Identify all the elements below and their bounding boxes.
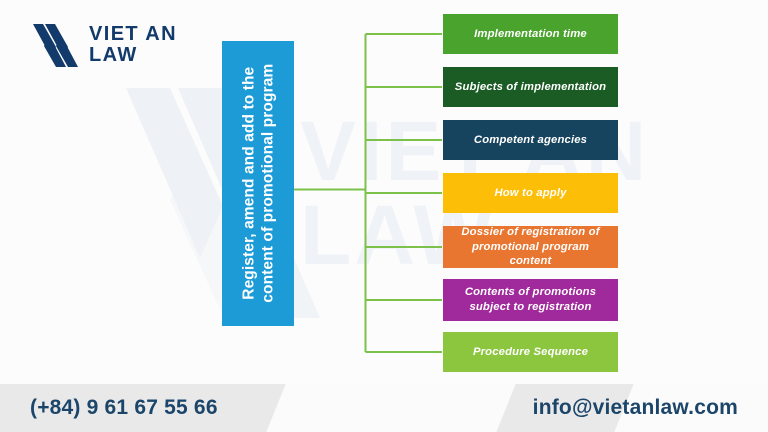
topic-box[interactable]: How to apply — [443, 173, 618, 213]
footer-phone-number[interactable]: (+84) 9 61 67 55 66 — [30, 396, 218, 419]
footer-slant-shape-left — [266, 384, 516, 432]
vietanlaw-mark-icon — [33, 24, 78, 67]
topic-box[interactable]: Subjects of implementation — [443, 67, 618, 107]
main-topic-line1: Register, amend and add to the — [239, 67, 257, 300]
main-topic-banner-rotated-text: Register, amend and add to the content o… — [239, 64, 277, 303]
topic-box[interactable]: Competent agencies — [443, 120, 618, 160]
brand-logo-wordmark: VIET AN LAW — [89, 22, 177, 66]
topic-box[interactable]: Implementation time — [443, 14, 618, 54]
main-topic-banner[interactable]: Register, amend and add to the content o… — [222, 41, 294, 326]
topic-box-label: Competent agencies — [473, 133, 588, 146]
topic-box-label: Procedure Sequence — [472, 345, 589, 358]
brand-name-line2: LAW — [89, 44, 138, 66]
topic-box[interactable]: Procedure Sequence — [443, 332, 618, 372]
topic-box-label: Subjects of implementation — [454, 80, 607, 93]
footer-email-address[interactable]: info@vietanlaw.com — [532, 396, 738, 419]
brand-logo[interactable]: VIET AN LAW — [32, 22, 177, 68]
footer-bar: (+84) 9 61 67 55 66 info@vietanlaw.com — [0, 384, 768, 432]
topic-box-label: Implementation time — [474, 27, 587, 40]
main-topic-line2: content of promotional program — [259, 64, 276, 303]
topic-box-label: How to apply — [494, 186, 567, 199]
brand-name-line1: VIET AN — [89, 22, 177, 45]
